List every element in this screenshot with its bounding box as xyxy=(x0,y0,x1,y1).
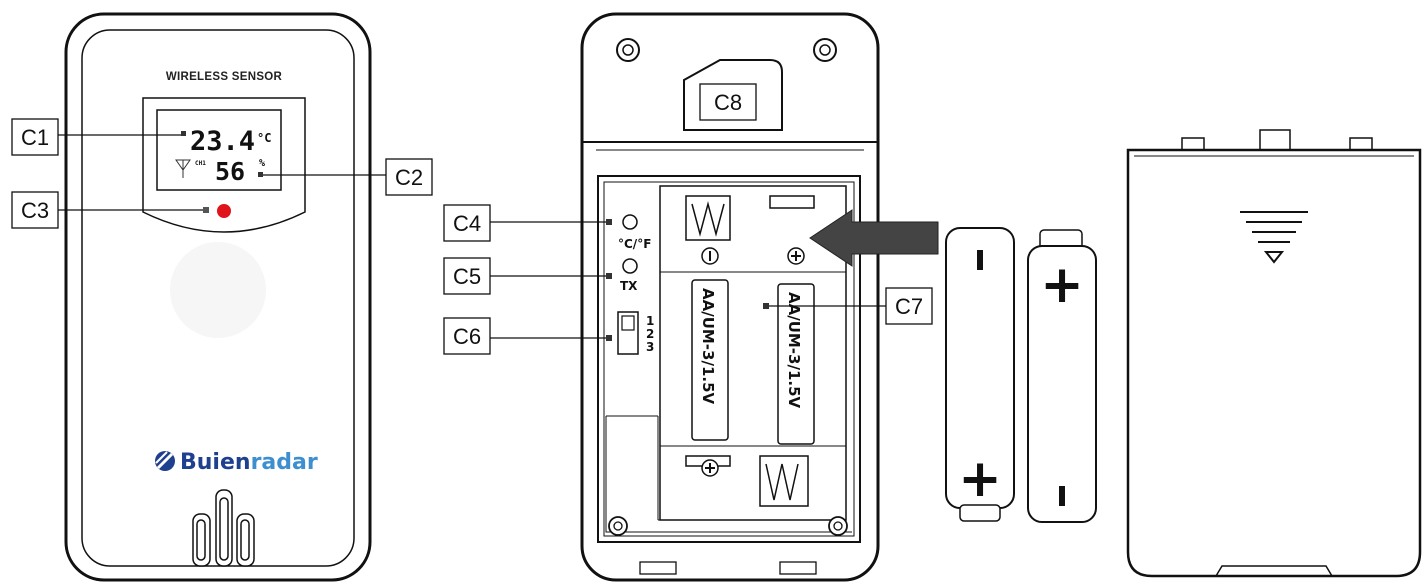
spring-icon xyxy=(685,195,815,507)
callout-c2-label: C2 xyxy=(395,165,423,190)
callout-c1: C1 xyxy=(11,118,181,156)
screw-icon xyxy=(616,38,837,62)
front-stand xyxy=(192,489,255,567)
tx-button-label: TX xyxy=(620,279,638,293)
unit-button-label: °C/°F xyxy=(618,237,651,251)
battery-2-plus: + xyxy=(1040,255,1084,315)
brand-logo: Buienradar xyxy=(155,450,318,475)
battery-slot-right-label: AA/UM-3/1.5V xyxy=(785,292,803,409)
channel-switch[interactable]: 1 2 3 xyxy=(606,311,654,355)
switch-pos-3: 3 xyxy=(646,340,654,354)
unit-button[interactable]: °C/°F xyxy=(606,214,651,251)
switch-pos-2: 2 xyxy=(646,327,654,341)
c1-marker xyxy=(181,131,186,136)
battery-2: + xyxy=(1027,229,1097,523)
battery-1: + xyxy=(945,227,1015,522)
callout-c5-label: C5 xyxy=(453,264,481,289)
sensor-area xyxy=(170,242,266,338)
arrow-left-icon xyxy=(809,209,939,267)
callout-c2: C2 xyxy=(263,158,433,196)
front-view: WIRELESS SENSOR 23.4 °C CH1 56 % Buienra… xyxy=(64,12,372,582)
battery-slot-left-label: AA/UM-3/1.5V xyxy=(699,288,717,405)
svg-text:Buienradar: Buienradar xyxy=(180,450,318,475)
switch-pos-1: 1 xyxy=(646,314,654,328)
led-icon xyxy=(217,204,231,218)
callout-c8-label: C8 xyxy=(714,90,742,115)
battery-slot-right xyxy=(777,283,815,445)
back-view: C8 AA/UM-3/1.5V AA/UM- xyxy=(580,12,880,582)
c2-marker xyxy=(258,172,263,177)
antenna-icon xyxy=(175,159,191,178)
callout-c7-label: C7 xyxy=(895,294,923,319)
battery-2-minus xyxy=(1059,486,1065,506)
humidity-unit: % xyxy=(259,158,265,169)
wireless-sensor-header: WIRELESS SENSOR xyxy=(166,71,283,83)
callout-c7: C7 xyxy=(763,287,933,325)
humidity-readout: 56 xyxy=(215,157,245,186)
callout-c4-label: C4 xyxy=(453,211,481,236)
callout-c8-box xyxy=(699,83,757,121)
cover-grip xyxy=(1240,211,1308,264)
temperature-unit: °C xyxy=(257,131,271,145)
callout-c4: C4 xyxy=(443,204,606,242)
callout-c1-label: C1 xyxy=(21,125,49,150)
temperature-readout: 23.4 xyxy=(190,126,255,157)
battery-1-minus xyxy=(977,250,983,270)
battery-cover xyxy=(1126,129,1422,578)
c3-marker xyxy=(203,207,209,213)
brand-suffix: radar xyxy=(251,450,318,475)
callout-c5: C5 xyxy=(443,257,606,295)
brand-prefix: Buien xyxy=(180,450,251,475)
channel-label: CH1 xyxy=(195,160,206,167)
callout-c6-label: C6 xyxy=(453,324,481,349)
callout-c3-label: C3 xyxy=(21,198,49,223)
battery-1-plus: + xyxy=(958,449,1002,509)
tx-button[interactable]: TX xyxy=(606,258,638,293)
callout-c6: C6 xyxy=(443,317,606,355)
callout-c3: C3 xyxy=(11,191,203,229)
battery-slot-left xyxy=(691,279,729,441)
